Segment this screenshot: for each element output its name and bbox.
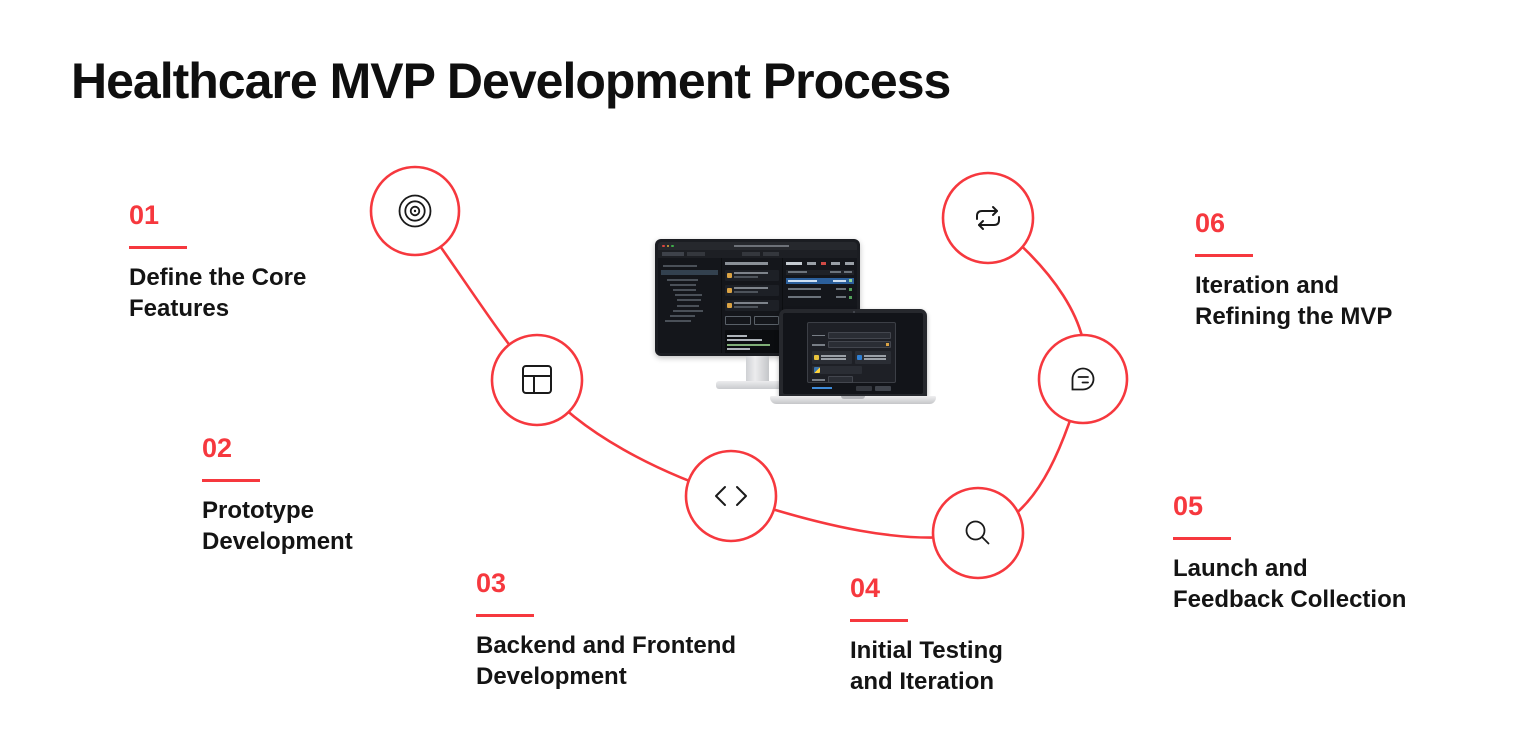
devices-illustration [650, 236, 950, 411]
step-node-3 [684, 449, 778, 543]
laptop-display [783, 313, 923, 394]
step-underline [850, 619, 908, 622]
step-title-line: Iteration and [1195, 272, 1340, 299]
step-number: 02 [202, 433, 233, 463]
step-title: Initial Testing and Iteration [850, 635, 1003, 697]
step-title-line: and Iteration [850, 668, 995, 695]
step-title-line: Feedback Collection [1173, 586, 1407, 613]
search-icon [965, 520, 990, 545]
step-title-line: Development [202, 528, 353, 555]
step-title: Backend and Frontend Development [476, 630, 736, 692]
new-project-dialog-mockup [806, 321, 897, 391]
step-underline [476, 614, 534, 617]
step-title-line: Prototype [202, 497, 315, 524]
monitor-tree-panel [658, 258, 722, 353]
step-underline [1173, 537, 1231, 540]
step-number: 06 [1195, 208, 1226, 238]
monitor-tab-strip [658, 250, 857, 258]
traffic-light-green-icon [671, 244, 674, 248]
layout-icon [522, 365, 552, 394]
step-underline [129, 246, 187, 249]
repeat-icon [976, 206, 1000, 230]
step-block-02: 02 Prototype Development [202, 433, 353, 557]
step-node-6 [941, 171, 1035, 265]
monitor-detail-panel [722, 258, 782, 353]
monitor-stand-neck [746, 356, 769, 382]
step-block-05: 05 Launch and Feedback Collection [1173, 491, 1406, 615]
step-block-03: 03 Backend and Frontend Development [476, 568, 736, 692]
laptop-screen [779, 309, 927, 396]
step-block-01: 01 Define the Core Features [129, 200, 306, 324]
step-block-04: 04 Initial Testing and Iteration [850, 573, 1003, 697]
laptop-notch [841, 396, 865, 399]
step-underline [1195, 254, 1253, 257]
step-title-line: Features [129, 295, 230, 322]
target-icon [398, 194, 432, 228]
python-logo-icon [813, 367, 820, 374]
traffic-light-red-icon [662, 244, 665, 248]
step-title-line: Refining the MVP [1195, 303, 1393, 330]
monitor-console-panel [725, 329, 779, 353]
step-number: 01 [129, 200, 160, 230]
step-title-line: Initial Testing [850, 637, 1003, 664]
monitor-screen [658, 242, 857, 353]
step-title-line: Launch and [1173, 555, 1308, 582]
step-node-2 [490, 333, 584, 427]
step-title-line: Define the Core [129, 264, 307, 291]
page-title: Healthcare MVP Development Process [71, 53, 951, 109]
traffic-light-yellow-icon [666, 244, 669, 248]
step-block-06: 06 Iteration and Refining the MVP [1195, 208, 1392, 332]
step-underline [202, 479, 260, 482]
webcam-icon [853, 310, 855, 313]
laptop-mockup [770, 309, 936, 405]
step-title: Prototype Development [202, 495, 353, 557]
step-title: Iteration and Refining the MVP [1195, 270, 1392, 332]
step-node-4 [931, 486, 1025, 580]
step-title-line: Development [476, 663, 627, 690]
monitor-window-titlebar [658, 242, 857, 250]
step-number: 03 [476, 568, 507, 598]
code-icon [715, 486, 747, 506]
laptop-base [770, 396, 936, 404]
step-node-5 [1037, 333, 1129, 425]
step-title-line: Backend and Frontend [476, 632, 737, 659]
chat-bubble-icon [1071, 367, 1095, 391]
step-title: Launch and Feedback Collection [1173, 553, 1406, 615]
step-number: 04 [850, 573, 881, 603]
monitor-stand-base [716, 381, 799, 389]
step-title: Define the Core Features [129, 262, 306, 324]
step-number: 05 [1173, 491, 1204, 521]
